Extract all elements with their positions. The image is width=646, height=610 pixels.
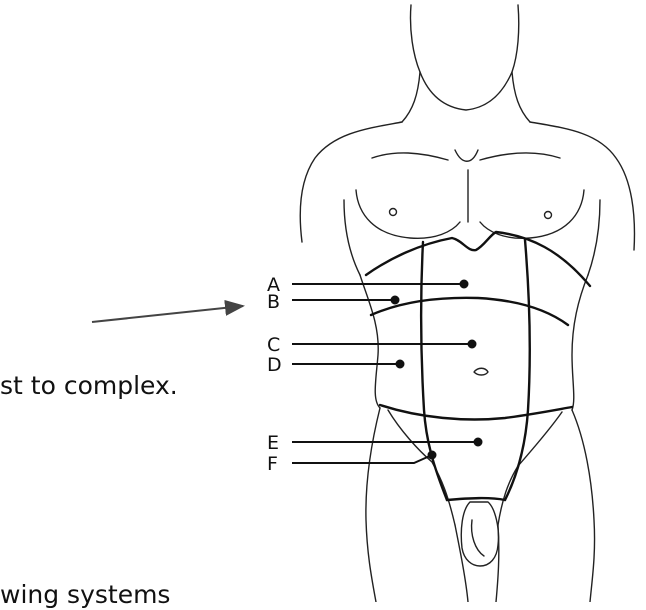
region-label-b: B [267, 291, 280, 313]
pointer-arrow [92, 306, 243, 322]
torso-illustration [300, 5, 634, 602]
region-label-d: D [267, 354, 282, 376]
leader-dot-c [469, 341, 476, 348]
leader-dot-b [392, 297, 399, 304]
region-label-e: E [267, 432, 279, 454]
leader-dot-f [429, 452, 436, 459]
region-label-f: F [267, 453, 278, 475]
region-label-c: C [267, 334, 280, 356]
leader-dot-a [461, 281, 468, 288]
leader-dot-e [475, 439, 482, 446]
leader-line-f [292, 455, 432, 463]
leader-dot-d [397, 361, 404, 368]
